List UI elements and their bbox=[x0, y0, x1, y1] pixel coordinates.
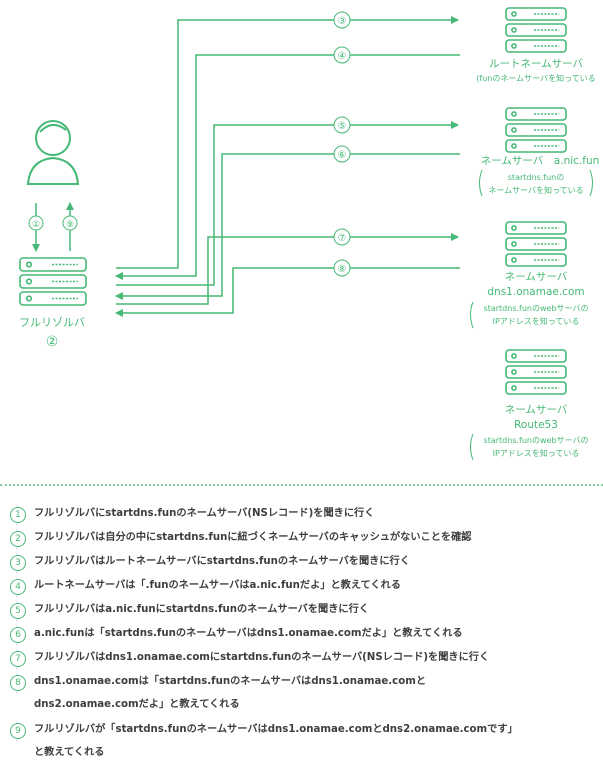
legend-text: フルリゾルバはa.nic.funにstartdns.funのネームサーバを聞きに… bbox=[34, 604, 369, 615]
step-number-badge: 2 bbox=[10, 531, 26, 547]
a-nic-fun-server-icon bbox=[505, 107, 567, 153]
server-desc: IPアドレスを知っている bbox=[493, 448, 580, 458]
step-number-badge: 3 bbox=[10, 555, 26, 571]
full-resolver-step: ② bbox=[46, 334, 59, 350]
legend-text: フルリゾルバはルートネームサーバにstartdns.funのネームサーバを聞きに… bbox=[34, 556, 410, 567]
legend-text: フルリゾルバが「startdns.funのネームサーバはdns1.onamae.… bbox=[34, 724, 518, 735]
step-badge: ⑨ bbox=[62, 215, 78, 231]
arrow-step-3 bbox=[116, 16, 459, 269]
step-badge: ① bbox=[28, 215, 44, 231]
server-desc: startdns.funのwebサーバの bbox=[484, 304, 589, 313]
dns1-onamae-server-icon bbox=[505, 221, 567, 267]
step-badge-text: ⑤ bbox=[338, 121, 347, 132]
step-badge-text: ⑦ bbox=[338, 233, 347, 244]
step-badge-text: ⑥ bbox=[338, 150, 347, 161]
legend-text: と教えてくれる bbox=[34, 747, 105, 758]
server-title: ネームサーバ bbox=[505, 271, 568, 283]
legend-text: dns1.onamae.comは「startdns.funのネームサーバはdns… bbox=[34, 676, 427, 687]
step-badge-text: ③ bbox=[338, 16, 347, 27]
step-badge: ③ bbox=[333, 11, 351, 29]
step-number-badge: 6 bbox=[10, 627, 26, 643]
bracket bbox=[470, 301, 474, 329]
step-number-badge: 5 bbox=[10, 603, 26, 619]
server-title: ネームサーバ a.nic.fun bbox=[481, 155, 600, 167]
step-badge: ⑦ bbox=[333, 228, 351, 246]
legend-text: フルリゾルバはdns1.onamae.comにstartdns.funのネームサ… bbox=[34, 652, 490, 663]
arrow-step-5 bbox=[116, 121, 459, 286]
dotted-divider bbox=[0, 484, 603, 486]
legend-text: dns2.onamae.comだよ」と教えてくれる bbox=[34, 699, 240, 710]
step-number-badge: 8 bbox=[10, 675, 26, 691]
step-number-badge: 7 bbox=[10, 651, 26, 667]
bracket bbox=[479, 169, 483, 197]
route53-server-icon bbox=[505, 349, 567, 395]
server-title: ルートネームサーバ bbox=[489, 58, 584, 70]
server-desc: ネームサーバを知っている bbox=[488, 185, 583, 195]
arrow-step-8 bbox=[115, 267, 460, 317]
bracket bbox=[470, 433, 474, 461]
full-resolver-label: フルリゾルバ bbox=[19, 316, 85, 329]
server-subtitle: dns1.onamae.com bbox=[487, 286, 584, 298]
step-badge-text: ⑨ bbox=[66, 220, 74, 230]
server-subtitle: Route53 bbox=[514, 419, 558, 431]
step-badge-text: ① bbox=[32, 220, 40, 230]
arrow-step-7 bbox=[116, 233, 459, 305]
step-badge: ⑧ bbox=[333, 259, 351, 277]
step-badge: ⑤ bbox=[333, 116, 351, 134]
server-desc: IPアドレスを知っている bbox=[493, 316, 580, 326]
dns-resolution-diagram: ① ⑨ フルリゾルバ ② ③ ④ ⑤ ⑥ bbox=[19, 7, 600, 461]
server-desc: (funのネームサーバを知っている bbox=[476, 73, 595, 83]
user-icon bbox=[26, 120, 80, 185]
arrow-step-6 bbox=[115, 153, 460, 300]
step-number-badge: 9 bbox=[10, 723, 26, 739]
legend-text: フルリゾルバは自分の中にstartdns.funに紐づくネームサーバのキャッシュ… bbox=[34, 532, 472, 543]
arrow-step-4 bbox=[115, 54, 460, 280]
step-number-badge: 4 bbox=[10, 579, 26, 595]
legend-text: a.nic.funは「startdns.funのネームサーバはdns1.onam… bbox=[34, 628, 463, 639]
step-badge-text: ⑧ bbox=[338, 264, 347, 275]
server-desc: startdns.funのwebサーバの bbox=[484, 436, 589, 445]
root-name-server-icon bbox=[505, 7, 567, 53]
step-badge-text: ④ bbox=[338, 51, 347, 62]
legend-text: フルリゾルバにstartdns.funのネームサーバ(NSレコード)を聞きに行く bbox=[34, 508, 375, 519]
server-title: ネームサーバ bbox=[505, 404, 568, 416]
step-badge: ⑥ bbox=[333, 145, 351, 163]
legend-text: ルートネームサーバは「.funのネームサーバはa.nic.funだよ」と教えてく… bbox=[34, 580, 401, 591]
server-desc: startdns.funの bbox=[508, 173, 564, 182]
full-resolver-server-icon bbox=[19, 257, 87, 306]
step-badge: ④ bbox=[333, 46, 351, 64]
bracket bbox=[589, 169, 593, 197]
step-number-badge: 1 bbox=[10, 507, 26, 523]
